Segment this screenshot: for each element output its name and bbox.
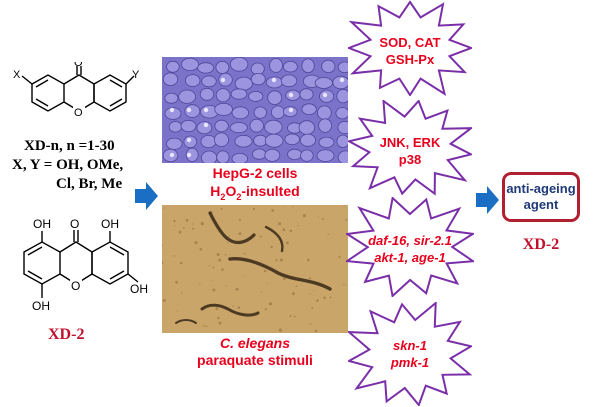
outcome-line1: anti-ageing [506, 181, 576, 196]
star-4-line2: pmk-1 [390, 355, 430, 370]
star-2-line1: JNK, ERK [379, 135, 441, 150]
star-3-line2: akt-1, age-1 [374, 250, 446, 265]
hepg2-cells-image [162, 57, 348, 163]
substituent-y: Y [132, 69, 140, 81]
xd-n-label: XD-n, n =1-30 [24, 138, 115, 154]
worm-model-line1: C. elegans [219, 335, 291, 351]
star-3 [346, 197, 474, 297]
outcome-line2: agent [523, 197, 559, 212]
xd-n-structure: O O X Y [13, 62, 140, 119]
oh-group: OH [101, 217, 119, 231]
outcome-box: anti-ageing agent [502, 172, 580, 222]
substituents-line2: Cl, Br, Me [56, 176, 123, 192]
xd2-ring-oxygen: O [71, 279, 80, 293]
xd-2-label: XD-2 [48, 326, 85, 343]
xd2-carbonyl-oxygen: O [70, 217, 79, 231]
c-elegans-image [162, 205, 348, 333]
oh-group: OH [33, 217, 51, 231]
star-4-line1: skn-1 [393, 338, 427, 353]
cell-model-line1: HepG-2 cells [212, 165, 298, 181]
arrow-right-icon [476, 186, 499, 214]
h2o2-sub1: 2 [220, 191, 226, 202]
star-1-line2: GSH-Px [385, 52, 435, 67]
h2o2-sub2: 2 [236, 191, 242, 202]
h2o2-tail: -insulted [241, 183, 300, 199]
star-3-line1: daf-16, sir-2.1 [368, 233, 452, 248]
arrow-right-icon [135, 182, 158, 210]
star-2 [348, 100, 472, 196]
oh-group: OH [32, 299, 50, 313]
star-4 [348, 302, 472, 406]
xd-2-structure: O O OH OH OH OH [23, 217, 148, 313]
star-2-line2: p38 [398, 152, 422, 167]
ring-oxygen: O [74, 107, 83, 119]
carbonyl-oxygen: O [74, 62, 83, 69]
oh-group: OH [130, 282, 148, 296]
substituent-x: X [13, 69, 21, 81]
star-1 [348, 0, 472, 96]
substituents-line1: X, Y = OH, OMe, [12, 157, 124, 173]
cell-model-line2: H2O2-insulted [162, 183, 348, 202]
worm-model-line2: paraquate stimuli [197, 352, 313, 368]
h2o2-o: O [225, 183, 237, 199]
h2o2-h: H [210, 183, 221, 199]
star-1-line1: SOD, CAT [379, 35, 441, 50]
outcome-label: XD-2 [522, 236, 560, 253]
